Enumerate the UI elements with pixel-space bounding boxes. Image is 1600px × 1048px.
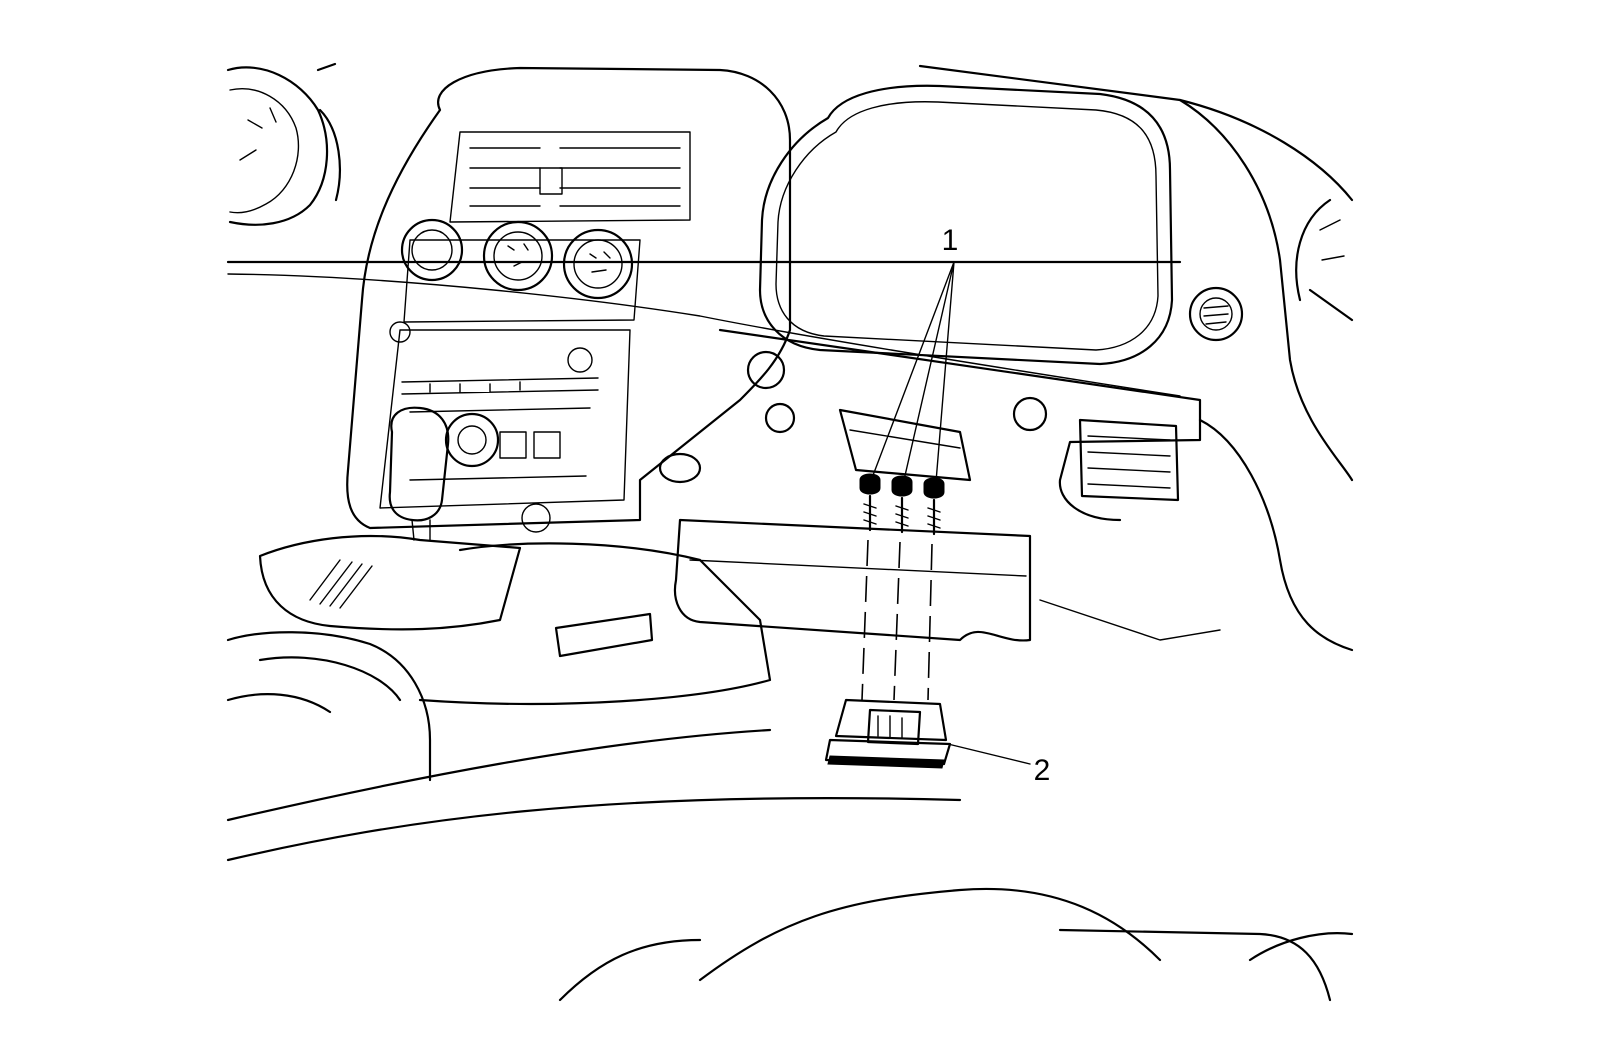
console-slot (554, 612, 654, 658)
screw-3 (923, 477, 945, 536)
gear-shifter (258, 406, 522, 631)
right-vent-round (1188, 286, 1244, 342)
alignment-lines (861, 539, 933, 701)
instrument-cluster (226, 62, 341, 226)
screws-group (859, 473, 945, 536)
radio-volume-knob (444, 412, 500, 468)
right-dash (918, 64, 1354, 652)
hvac-knobs (400, 218, 634, 300)
dash-lower-hole (658, 452, 702, 484)
lower-dash (658, 328, 1221, 642)
dash-opening (838, 408, 972, 482)
lower-console (226, 542, 1354, 1002)
screw-1 (859, 473, 881, 532)
dash-hole-right (1012, 396, 1048, 432)
callout-label-2: 2 (1034, 754, 1051, 787)
center-stack-bezel (346, 66, 792, 530)
knee-bolster-panel (673, 518, 1032, 642)
callout-label-1: 1 (942, 224, 959, 257)
right-air-vent (1078, 418, 1180, 502)
dash-hole-mid (764, 402, 796, 434)
module-component (824, 698, 952, 769)
dash-crease (227, 273, 1181, 397)
screw-2 (891, 475, 913, 534)
display-panel (758, 84, 1174, 366)
radio-knob-left (389, 321, 411, 343)
radio-knob-right (567, 347, 593, 373)
leader-lines (871, 261, 1031, 765)
dash-hole-left (746, 350, 786, 390)
aux-knob (521, 503, 551, 533)
